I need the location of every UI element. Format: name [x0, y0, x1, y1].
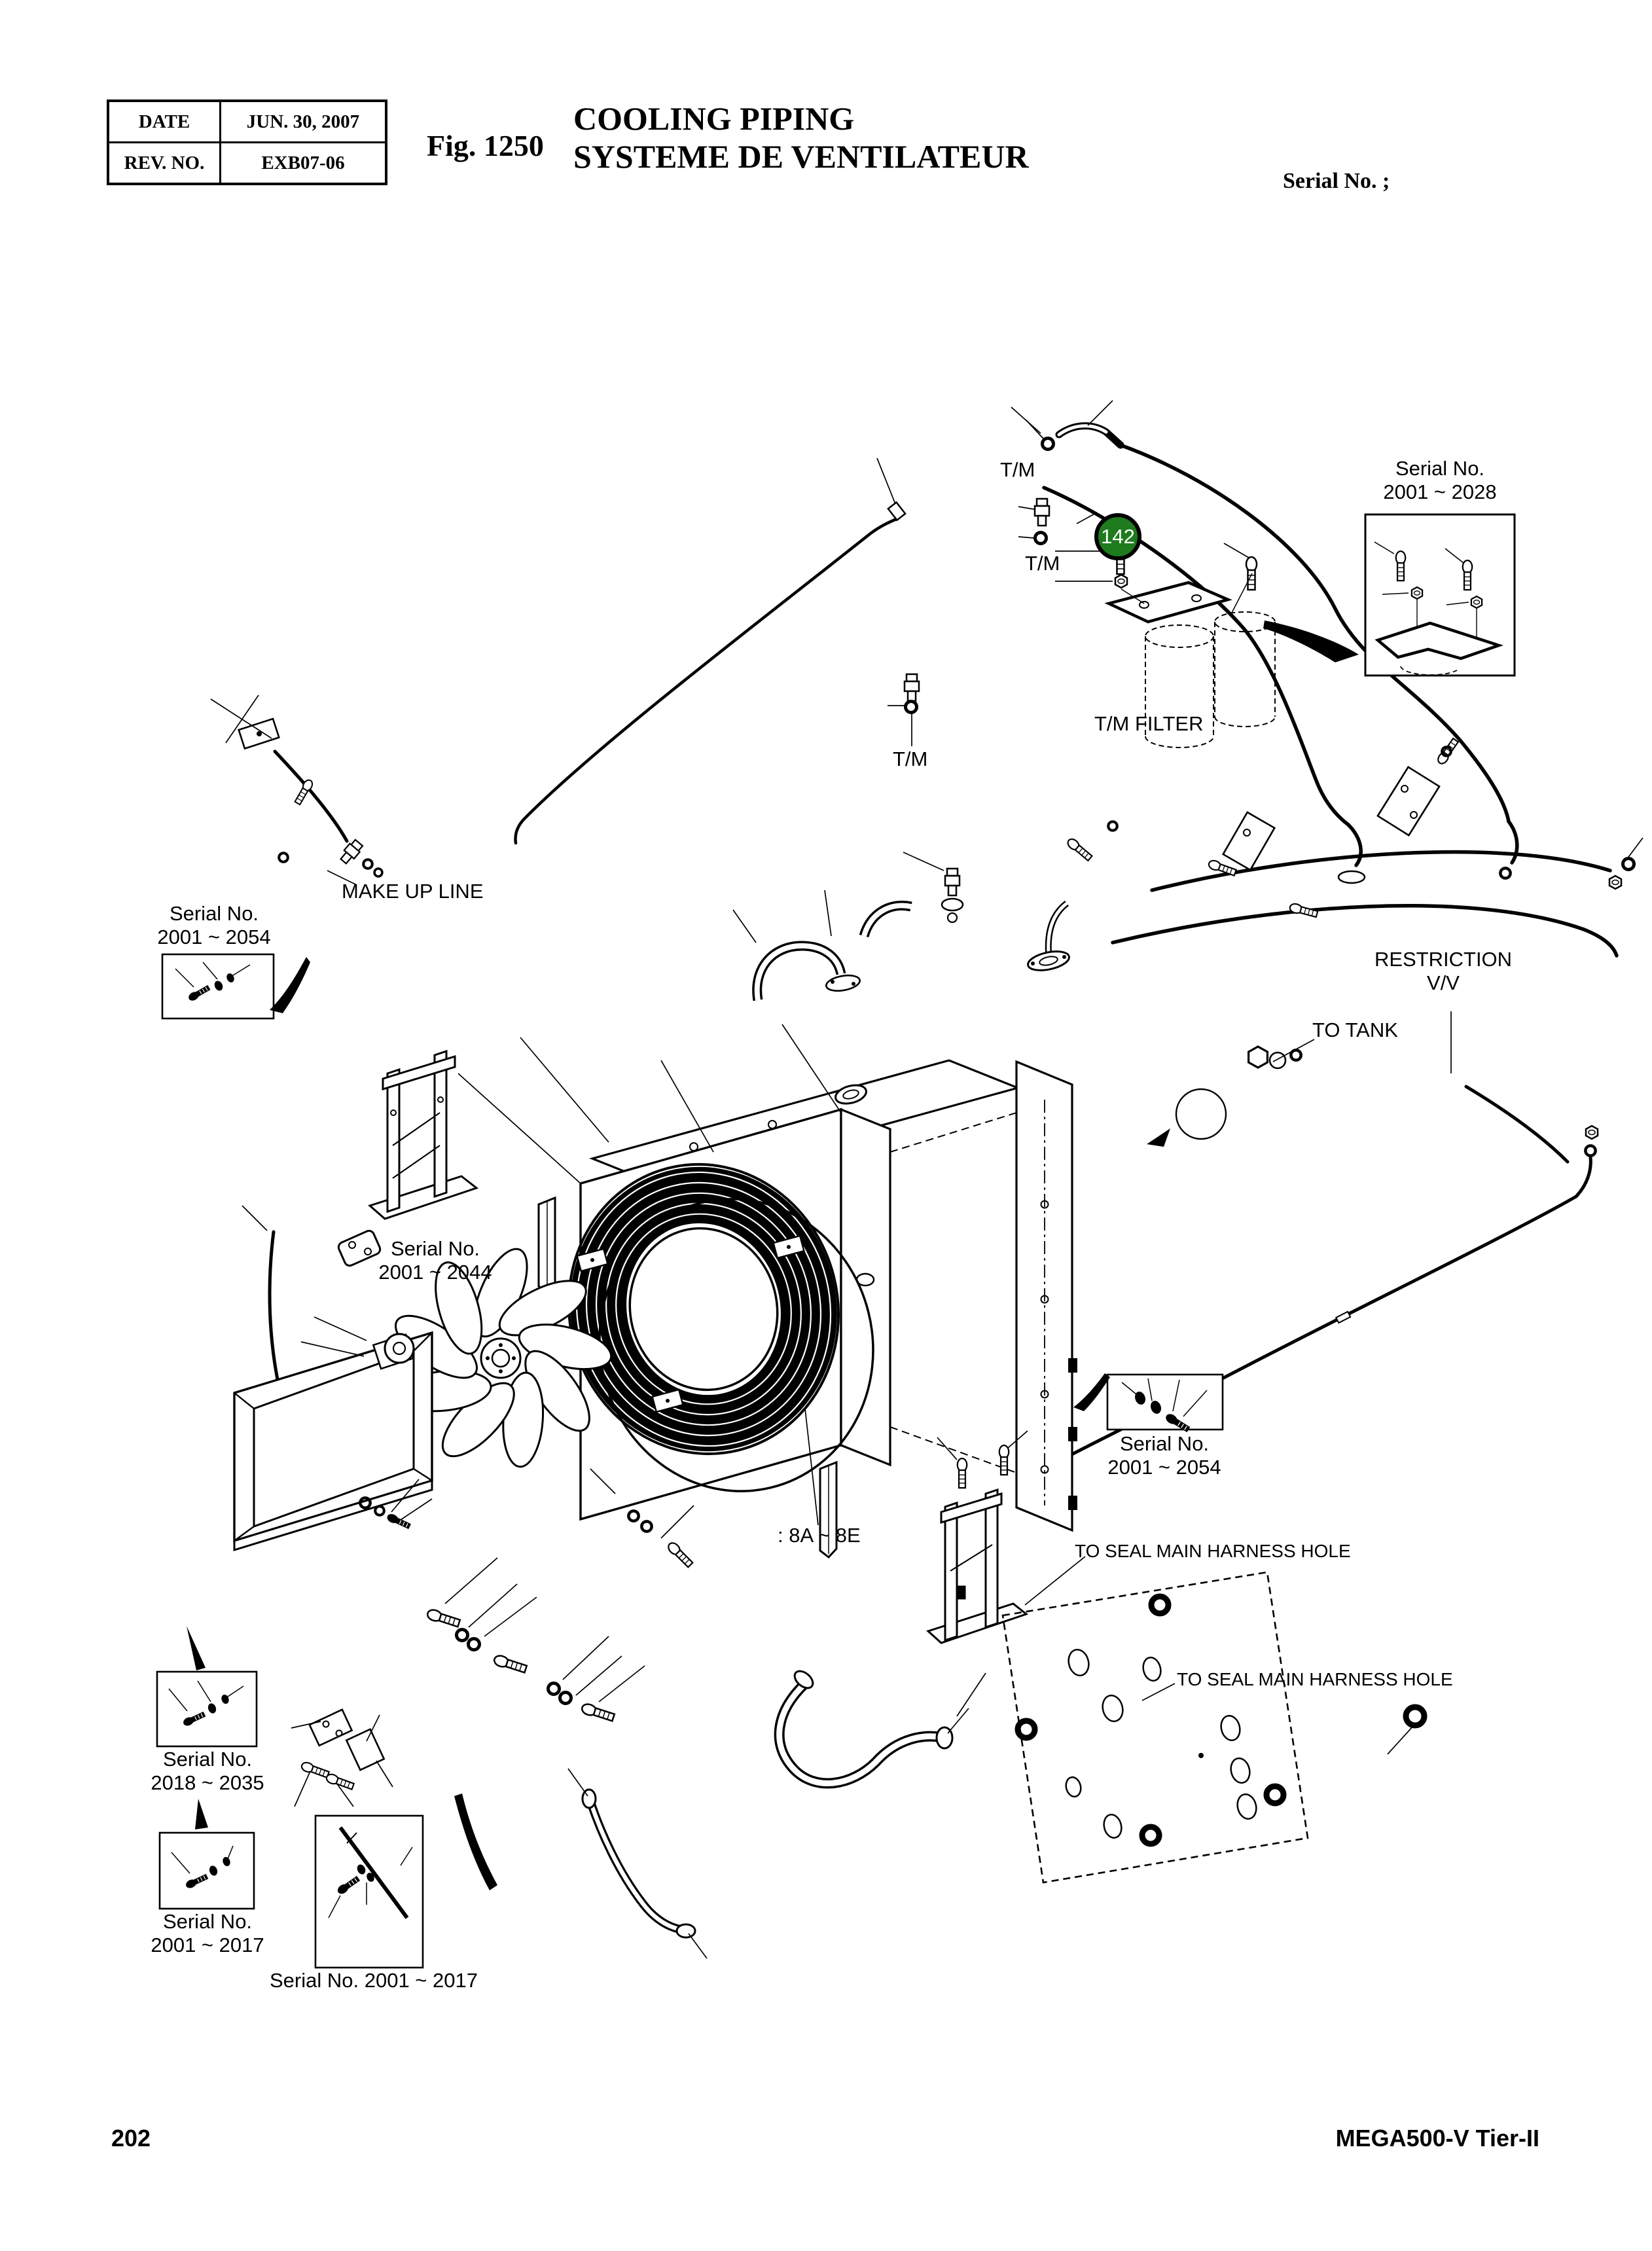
restriction-valve-group [1145, 1011, 1599, 1418]
label-tm-3: T/M [893, 747, 928, 770]
serial-tag-2054-left: Serial No. 2001 ~ 2054 [145, 902, 283, 949]
tm-fittings [876, 400, 1113, 746]
label-tm-1: T/M [1000, 458, 1035, 481]
serial-tag-line: 2001 ~ 2028 [1383, 480, 1497, 503]
radiator-leader-lines [458, 1024, 986, 1959]
lower-fastener-rows [300, 1316, 695, 1723]
serial-tag-line: 2001 ~ 2044 [378, 1261, 492, 1284]
mounting-stand [368, 1049, 479, 1220]
inset-box-sn2035 [156, 1670, 258, 1748]
figure-number: Fig. 1250 [427, 129, 544, 162]
label-tm-2: T/M [1025, 552, 1060, 575]
page-title-en: COOLING PIPING [573, 100, 855, 137]
fan-motor [372, 1333, 415, 1370]
part-callout-badge: 142 [1094, 513, 1141, 560]
serial-tag-2028: Serial No. 2001 ~ 2028 [1361, 457, 1518, 504]
date-label: DATE [107, 99, 221, 143]
label-restriction-vv: RESTRICTION V/V [1345, 948, 1541, 995]
serial-tag-line: Serial No. [1119, 1432, 1210, 1455]
label-range-note: : 8A ~ 8E [778, 1524, 861, 1547]
support-frame-fasteners [804, 1408, 1028, 1526]
serial-tag-line: Serial No. [162, 1910, 253, 1933]
revision-table: DATE JUN. 30, 2007 REV. NO. EXB07-06 [107, 99, 387, 185]
page-number: 202 [111, 2125, 151, 2152]
serial-tag-line: 2001 ~ 2054 [157, 926, 271, 948]
inset-box-sn2017-left [158, 1831, 255, 1910]
serial-tag-line: Serial No. [1395, 457, 1485, 480]
label-make-up-line: MAKE UP LINE [342, 880, 484, 903]
serial-note: Serial No. ; [1283, 169, 1390, 193]
serial-tag-2017-left: Serial No. 2001 ~ 2017 [139, 1910, 276, 1957]
support-frame [926, 1488, 1029, 1644]
left-hose-fittings [242, 1205, 433, 1531]
serial-tag-line: 2018 ~ 2035 [151, 1771, 264, 1794]
serial-tag-line: Serial No. [169, 902, 259, 925]
radiator-assembly [537, 1059, 1077, 1559]
inset-box-sn2054-right [1106, 1373, 1224, 1434]
label-restriction-line: RESTRICTION [1374, 948, 1513, 971]
bracket-cluster-bottom-left [291, 1708, 393, 1807]
model-name: MEGA500-V Tier-II [1335, 2125, 1539, 2152]
serial-tag-2035: Serial No. 2018 ~ 2035 [139, 1748, 276, 1795]
mid-fitting-cluster [732, 821, 1117, 992]
serial-tag-line: 2001 ~ 2054 [1107, 1456, 1221, 1479]
harness-plate [1001, 1556, 1428, 1884]
right-hose-fittings [1206, 736, 1643, 920]
fan-propeller-icon [395, 1248, 613, 1468]
inset-box-sn2054-left [161, 953, 275, 1020]
serial-tag-line: 2001 ~ 2017 [151, 1934, 264, 1956]
page-title-fr: SYSTEME DE VENTILATEUR [573, 138, 1029, 175]
make-up-line-group [210, 694, 384, 886]
inset-box-sn2028 [1364, 513, 1516, 677]
serial-tag-line: Serial No. [162, 1748, 253, 1771]
label-harness-1: TO SEAL MAIN HARNESS HOLE [1075, 1541, 1351, 1561]
rev-label: REV. NO. [107, 141, 221, 185]
guard-panel [233, 1331, 433, 1552]
date-value: JUN. 30, 2007 [219, 99, 387, 143]
serial-tag-2054-right: Serial No. 2001 ~ 2054 [1089, 1432, 1240, 1479]
pointer-arrows [187, 621, 1359, 1890]
serial-tag-2044: Serial No. 2001 ~ 2044 [360, 1237, 511, 1284]
label-harness-2: TO SEAL MAIN HARNESS HOLE [1177, 1669, 1453, 1689]
label-tm-filter: T/M FILTER [1094, 712, 1204, 735]
rev-value: EXB07-06 [219, 141, 387, 185]
label-restriction-line: V/V [1427, 971, 1460, 994]
inset-box-sn2017-bottom [314, 1814, 424, 1969]
serial-tag-2017-bottom: Serial No. 2001 ~ 2017 [270, 1969, 478, 1992]
serial-tag-line: Serial No. [390, 1237, 480, 1260]
label-to-tank: TO TANK [1312, 1018, 1398, 1041]
tm-filter-group [1055, 540, 1276, 748]
